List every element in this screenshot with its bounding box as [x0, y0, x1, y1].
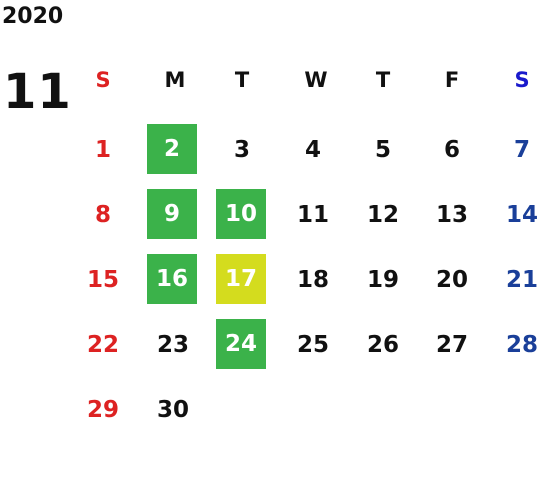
- day-cell-highlighted[interactable]: 2: [147, 124, 197, 174]
- day-cell[interactable]: 4: [304, 137, 321, 163]
- day-cell[interactable]: 26: [366, 332, 399, 358]
- day-cell[interactable]: 21: [505, 267, 538, 293]
- day-cell[interactable]: 29: [86, 397, 119, 423]
- day-cell[interactable]: 30: [156, 397, 189, 423]
- day-cell-highlighted[interactable]: 24: [216, 319, 266, 369]
- day-cell[interactable]: 20: [435, 267, 468, 293]
- day-cell[interactable]: 23: [156, 332, 189, 358]
- day-cell[interactable]: 12: [366, 202, 399, 228]
- day-cell[interactable]: 27: [435, 332, 468, 358]
- day-cell[interactable]: 7: [513, 137, 530, 163]
- day-cell[interactable]: 6: [443, 137, 460, 163]
- day-cell[interactable]: 5: [374, 137, 391, 163]
- weekday-sat: S: [514, 68, 530, 92]
- day-cell-highlighted[interactable]: 9: [147, 189, 197, 239]
- weekday-mon: M: [164, 68, 186, 92]
- day-cell[interactable]: 3: [233, 137, 250, 163]
- day-cell[interactable]: 22: [86, 332, 119, 358]
- week-row-4: 22 23 24 25 26 27 28: [68, 319, 548, 371]
- day-cell[interactable]: 8: [94, 202, 111, 228]
- weekday-wed: W: [304, 68, 328, 92]
- weekday-tue: T: [234, 68, 250, 92]
- week-row-5: 29 30: [68, 384, 548, 436]
- day-cell[interactable]: 11: [296, 202, 329, 228]
- month-label: 11: [3, 64, 72, 120]
- day-cell[interactable]: 18: [296, 267, 329, 293]
- day-cell[interactable]: 15: [86, 267, 119, 293]
- day-cell-highlighted[interactable]: 10: [216, 189, 266, 239]
- week-row-3: 15 16 17 18 19 20 21: [68, 254, 548, 306]
- weekday-fri: F: [444, 68, 460, 92]
- weekday-header-row: S M T W T F S: [68, 54, 548, 106]
- year-label: 2020: [2, 4, 64, 29]
- day-cell-today[interactable]: 17: [216, 254, 266, 304]
- week-row-2: 8 9 10 11 12 13 14: [68, 189, 548, 241]
- day-cell[interactable]: 1: [94, 137, 111, 163]
- weekday-sun: S: [95, 68, 111, 92]
- week-row-1: 1 2 3 4 5 6 7: [68, 124, 548, 176]
- day-cell[interactable]: 25: [296, 332, 329, 358]
- day-cell-highlighted[interactable]: 16: [147, 254, 197, 304]
- day-cell[interactable]: 28: [505, 332, 538, 358]
- weekday-thu: T: [375, 68, 391, 92]
- day-cell[interactable]: 14: [505, 202, 538, 228]
- day-cell[interactable]: 13: [435, 202, 468, 228]
- day-cell[interactable]: 19: [366, 267, 399, 293]
